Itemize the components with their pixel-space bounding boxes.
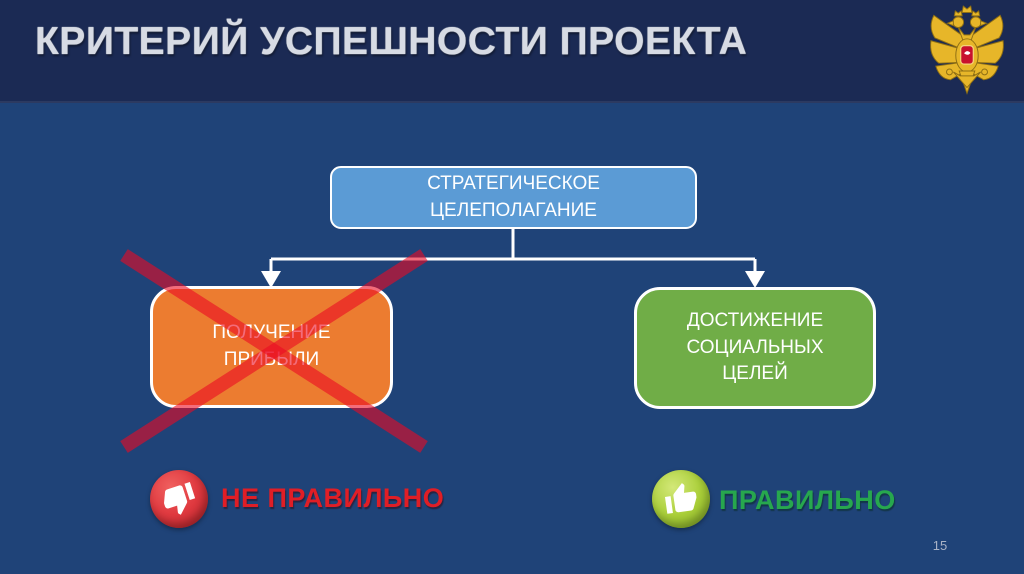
russian-coat-of-arms-icon (930, 5, 1004, 95)
node-label: ПОЛУЧЕНИЕ ПРИБЫЛИ (212, 322, 331, 370)
slide-header: КРИТЕРИЙ УСПЕШНОСТИ ПРОЕКТА (0, 0, 1024, 103)
arrow-down-right-icon (745, 271, 765, 288)
verdict-right-label: ПРАВИЛЬНО (719, 485, 896, 515)
thumbs-up-glyph (664, 483, 697, 514)
node-strategic-goal-setting: СТРАТЕГИЧЕСКОЕ ЦЕЛЕПОЛАГАНИЕ (330, 166, 697, 229)
node-profit: ПОЛУЧЕНИЕ ПРИБЫЛИ (150, 286, 393, 408)
thumbs-down-glyph (164, 482, 196, 515)
thumbs-down-icon (150, 470, 208, 528)
verdict-wrong-label: НЕ ПРАВИЛЬНО (221, 483, 445, 513)
thumbs-up-icon (652, 470, 710, 528)
node-label: СТРАТЕГИЧЕСКОЕ ЦЕЛЕПОЛАГАНИЕ (427, 172, 600, 221)
page-number: 15 (932, 538, 948, 553)
node-social-goals: ДОСТИЖЕНИЕ СОЦИАЛЬНЫХ ЦЕЛЕЙ (634, 287, 876, 409)
page-title: КРИТЕРИЙ УСПЕШНОСТИ ПРОЕКТА (35, 20, 748, 63)
node-label: ДОСТИЖЕНИЕ СОЦИАЛЬНЫХ ЦЕЛЕЙ (686, 309, 824, 385)
